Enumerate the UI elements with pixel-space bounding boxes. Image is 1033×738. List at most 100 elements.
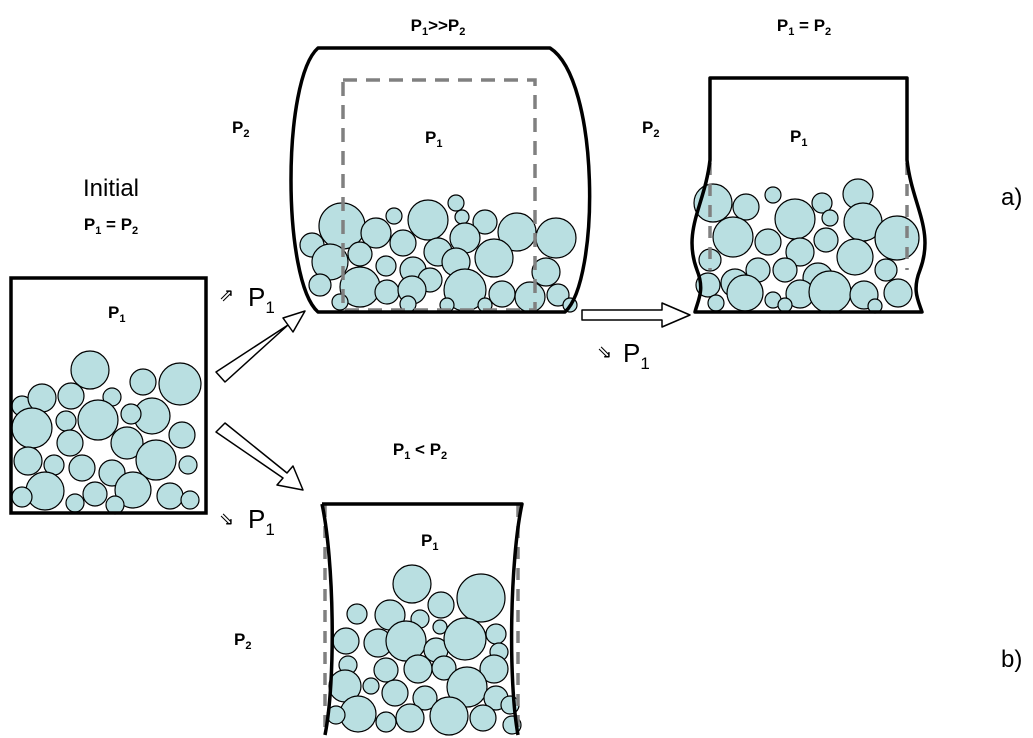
particles-compressed <box>326 564 522 736</box>
particle <box>546 283 570 307</box>
particle <box>429 696 469 736</box>
particle <box>158 362 202 406</box>
equalized-heading: P1 = P2 <box>777 16 831 38</box>
particle <box>389 229 417 257</box>
particle <box>25 471 65 511</box>
particle <box>373 657 399 683</box>
particle <box>135 439 177 481</box>
particle <box>726 274 764 312</box>
compressed-original-outline <box>323 505 520 735</box>
particle <box>13 446 43 476</box>
increase-p1-annotation: ⇗ P1 <box>219 282 275 317</box>
particle <box>427 591 455 619</box>
particle <box>535 217 577 259</box>
particle <box>110 426 144 460</box>
particle <box>432 619 448 635</box>
particles-equalized <box>693 178 920 314</box>
particle <box>474 238 514 278</box>
decrease-p1-label-top: P1 <box>623 338 650 373</box>
particle <box>385 207 403 225</box>
particle <box>732 193 760 221</box>
particle <box>836 238 874 276</box>
equalized-p2-label: P2 <box>642 118 659 140</box>
particle <box>479 654 509 684</box>
particle <box>883 278 913 308</box>
particle <box>456 573 506 623</box>
particle <box>347 241 373 267</box>
decrease-p1-annotation-bottom: ⇘ P1 <box>219 504 275 539</box>
expanded-original-outline <box>341 78 537 312</box>
particle <box>403 654 433 684</box>
panel-a-label: a) <box>1001 184 1022 211</box>
particle <box>454 209 470 225</box>
particle <box>120 403 142 425</box>
particle <box>129 368 157 396</box>
arrow-to-compressed <box>215 422 304 491</box>
expanded-p2-label: P2 <box>232 118 249 140</box>
compressed-heading: P1 < P2 <box>393 440 447 462</box>
particle <box>395 703 425 733</box>
equalized-container <box>690 76 927 314</box>
particle <box>764 186 782 204</box>
particle <box>707 294 725 312</box>
particle <box>874 258 898 282</box>
initial-p1-label: P1 <box>108 303 125 325</box>
particle <box>785 237 815 267</box>
particle <box>488 280 516 308</box>
particles-initial <box>11 350 202 515</box>
increase-p1-label: P1 <box>248 282 275 317</box>
particle <box>375 255 397 277</box>
particle <box>531 257 561 287</box>
particle <box>56 429 84 457</box>
particle <box>11 407 53 449</box>
particle <box>446 666 488 708</box>
particle <box>156 482 184 510</box>
particle <box>777 297 793 313</box>
expanded-heading: P1>>P2 <box>411 16 466 38</box>
particle <box>772 257 798 283</box>
particle <box>821 209 839 227</box>
compressed-p1-label: P1 <box>421 531 438 553</box>
particle <box>485 623 507 645</box>
particle <box>712 216 754 258</box>
particle <box>114 471 152 509</box>
particle <box>472 209 498 235</box>
particle <box>381 679 409 707</box>
particle <box>392 564 432 604</box>
particle <box>77 399 119 441</box>
arrow-to-equalized <box>581 302 691 328</box>
particle <box>811 192 833 214</box>
particle <box>374 279 400 305</box>
particle <box>11 486 33 508</box>
arrow-to-expanded <box>215 310 306 383</box>
particle <box>497 212 537 252</box>
particle <box>360 217 392 249</box>
particle <box>178 455 198 475</box>
particle <box>813 227 839 253</box>
initial-container <box>9 276 208 515</box>
particle <box>55 410 77 432</box>
particle <box>375 711 397 733</box>
particle <box>65 493 85 513</box>
particle <box>180 490 200 510</box>
expanded-container <box>289 46 592 314</box>
initial-pressure-equal: P1 = P2 <box>84 215 138 237</box>
decrease-p1-annotation-top: ⇘ P1 <box>597 338 650 373</box>
expanded-p1-label: P1 <box>425 128 442 150</box>
panel-b-label: b) <box>1001 646 1022 673</box>
equalized-original-outline <box>708 163 909 270</box>
decrease-arrow-icon: ⇘ <box>219 509 234 529</box>
particle <box>70 350 110 390</box>
decrease-p1-label-bottom: P1 <box>248 504 275 539</box>
particle <box>412 685 438 711</box>
particle <box>431 655 457 681</box>
particle <box>514 281 546 313</box>
particle <box>443 617 487 661</box>
particle <box>346 603 368 625</box>
particle <box>808 270 852 314</box>
particle <box>308 273 332 297</box>
initial-title: Initial <box>83 175 139 202</box>
particle <box>362 677 380 695</box>
